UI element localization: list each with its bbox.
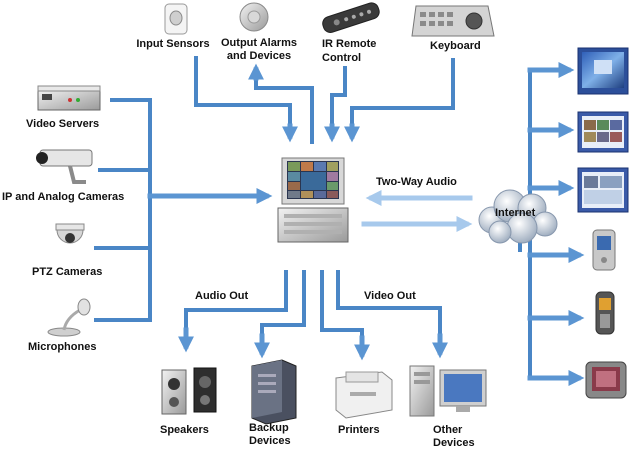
- label-video-servers: Video Servers: [26, 118, 100, 130]
- remote-monitor-3-icon: [577, 167, 629, 213]
- internet-cloud-icon: [478, 189, 558, 244]
- label-internet: Internet: [495, 207, 536, 219]
- ip-camera-icon: [36, 149, 93, 184]
- label-two-way-audio: Two-Way Audio: [376, 176, 457, 188]
- video-server-icon: [37, 85, 101, 111]
- label-other-line1: Other: [433, 424, 463, 436]
- line-audio-out-backup: [260, 270, 306, 342]
- line-ir-remote: [330, 66, 347, 132]
- pda-icon: [592, 229, 616, 271]
- label-ir-remote-line2: Control: [322, 52, 362, 64]
- label-ir-remote-line1: IR Remote: [322, 38, 377, 50]
- alarm-siren-icon: [239, 2, 269, 32]
- label-input-sensors: Input Sensors: [136, 38, 210, 50]
- line-output-alarms: [254, 71, 314, 144]
- control-keyboard-icon: [411, 5, 495, 37]
- label-printers: Printers: [338, 424, 380, 436]
- line-video-out-other: [336, 270, 442, 342]
- motion-sensor-icon: [164, 3, 188, 35]
- ptz-dome-camera-icon: [55, 223, 85, 244]
- label-microphones: Microphones: [28, 341, 97, 353]
- remote-monitor-2-icon: [577, 111, 629, 153]
- speakers-icon: [161, 367, 217, 415]
- ir-remote-icon: [322, 2, 380, 33]
- label-output-alarms-line2: and Devices: [226, 50, 292, 62]
- label-audio-out: Audio Out: [195, 290, 249, 302]
- label-speakers: Speakers: [160, 424, 209, 436]
- mobile-phone-icon: [595, 291, 615, 335]
- line-keyboard: [350, 58, 455, 132]
- remote-monitor-1-icon: [577, 47, 629, 95]
- line-input-sensors: [194, 56, 292, 132]
- label-keyboard: Keyboard: [430, 40, 481, 52]
- line-audio-out-speakers: [184, 270, 288, 337]
- label-backup-line2: Devices: [249, 435, 291, 447]
- backup-server-icon: [251, 359, 297, 425]
- microphone-icon: [47, 298, 91, 337]
- dvr-workstation-icon: [277, 157, 349, 243]
- label-ptz-cameras: PTZ Cameras: [32, 266, 103, 278]
- printer-icon: [335, 371, 393, 419]
- smartphone-icon: [585, 361, 627, 399]
- other-devices-computer-icon: [409, 365, 487, 417]
- label-video-out: Video Out: [364, 290, 416, 302]
- label-ip-cameras: IP and Analog Cameras: [2, 191, 125, 203]
- label-backup-line1: Backup: [249, 422, 289, 434]
- label-other-line2: Devices: [433, 437, 475, 449]
- label-output-alarms-line1: Output Alarms: [221, 37, 297, 49]
